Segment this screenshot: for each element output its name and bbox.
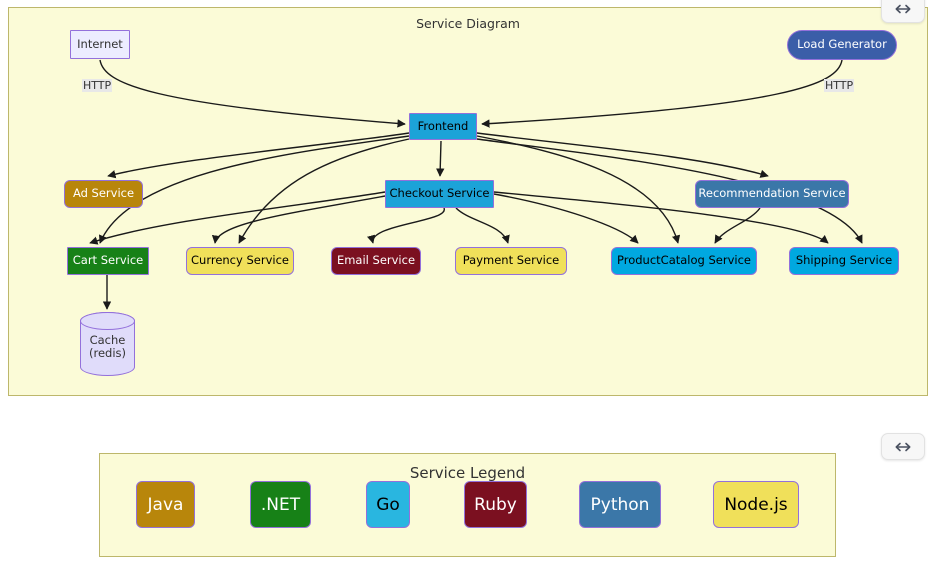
node-paymentservice[interactable]: Payment Service [455, 247, 567, 275]
node-cartservice[interactable]: Cart Service [67, 247, 149, 275]
node-emailservice[interactable]: Email Service [331, 247, 421, 275]
legend-chip-nodejs[interactable]: Node.js [713, 481, 799, 528]
node-label-cache: Cache(redis) [88, 332, 126, 360]
node-checkoutservice[interactable]: Checkout Service [385, 180, 494, 208]
node-shippingservice[interactable]: Shipping Service [789, 247, 899, 275]
node-productcatalog[interactable]: ProductCatalog Service [611, 247, 757, 275]
node-label-adservice: Ad Service [72, 186, 135, 201]
node-label-cartservice: Cart Service [72, 253, 144, 268]
legend-chip-dotnet[interactable]: .NET [250, 481, 311, 528]
legend-chip-label-python: Python [590, 494, 650, 515]
horizontal-resize-icon [895, 442, 911, 451]
node-label-loadgenerator: Load Generator [797, 37, 887, 52]
node-recommendation[interactable]: Recommendation Service [695, 180, 849, 208]
legend-chip-label-nodejs: Node.js [724, 494, 788, 515]
horizontal-resize-icon [895, 4, 911, 13]
node-adservice[interactable]: Ad Service [64, 180, 143, 208]
node-label-productcatalog: ProductCatalog Service [617, 253, 751, 268]
resize-handle-middle[interactable] [881, 433, 925, 460]
edge-label-loadgenerator-http: HTTP [824, 79, 855, 92]
node-loadgenerator[interactable]: Load Generator [787, 30, 897, 60]
legend-chip-label-dotnet: .NET [260, 494, 301, 515]
edge-label-internet-http: HTTP [82, 79, 113, 92]
node-currencyservice[interactable]: Currency Service [186, 247, 294, 275]
node-internet[interactable]: Internet [70, 30, 130, 59]
legend-chip-label-ruby: Ruby [474, 494, 517, 515]
node-label-shippingservice: Shipping Service [795, 253, 893, 268]
node-label-currencyservice: Currency Service [191, 253, 289, 268]
legend-chip-label-java: Java [147, 494, 184, 515]
node-label-internet: Internet [77, 36, 123, 51]
node-label-paymentservice: Payment Service [462, 253, 560, 268]
legend-chip-java[interactable]: Java [136, 481, 195, 528]
legend-chip-python[interactable]: Python [579, 481, 661, 528]
node-cache[interactable]: Cache(redis) [80, 312, 135, 376]
node-label-recommendation: Recommendation Service [698, 186, 846, 201]
legend-title: Service Legend [409, 464, 526, 482]
node-label-frontend: Frontend [417, 118, 469, 133]
resize-handle-top[interactable] [881, 0, 925, 23]
node-frontend[interactable]: Frontend [409, 113, 477, 140]
legend-chip-label-go: Go [376, 494, 400, 515]
diagram-title: Service Diagram [416, 16, 520, 31]
legend-chip-ruby[interactable]: Ruby [464, 481, 527, 528]
node-label-emailservice: Email Service [336, 253, 416, 268]
node-label-checkoutservice: Checkout Service [389, 186, 490, 201]
legend-chip-go[interactable]: Go [366, 481, 410, 528]
